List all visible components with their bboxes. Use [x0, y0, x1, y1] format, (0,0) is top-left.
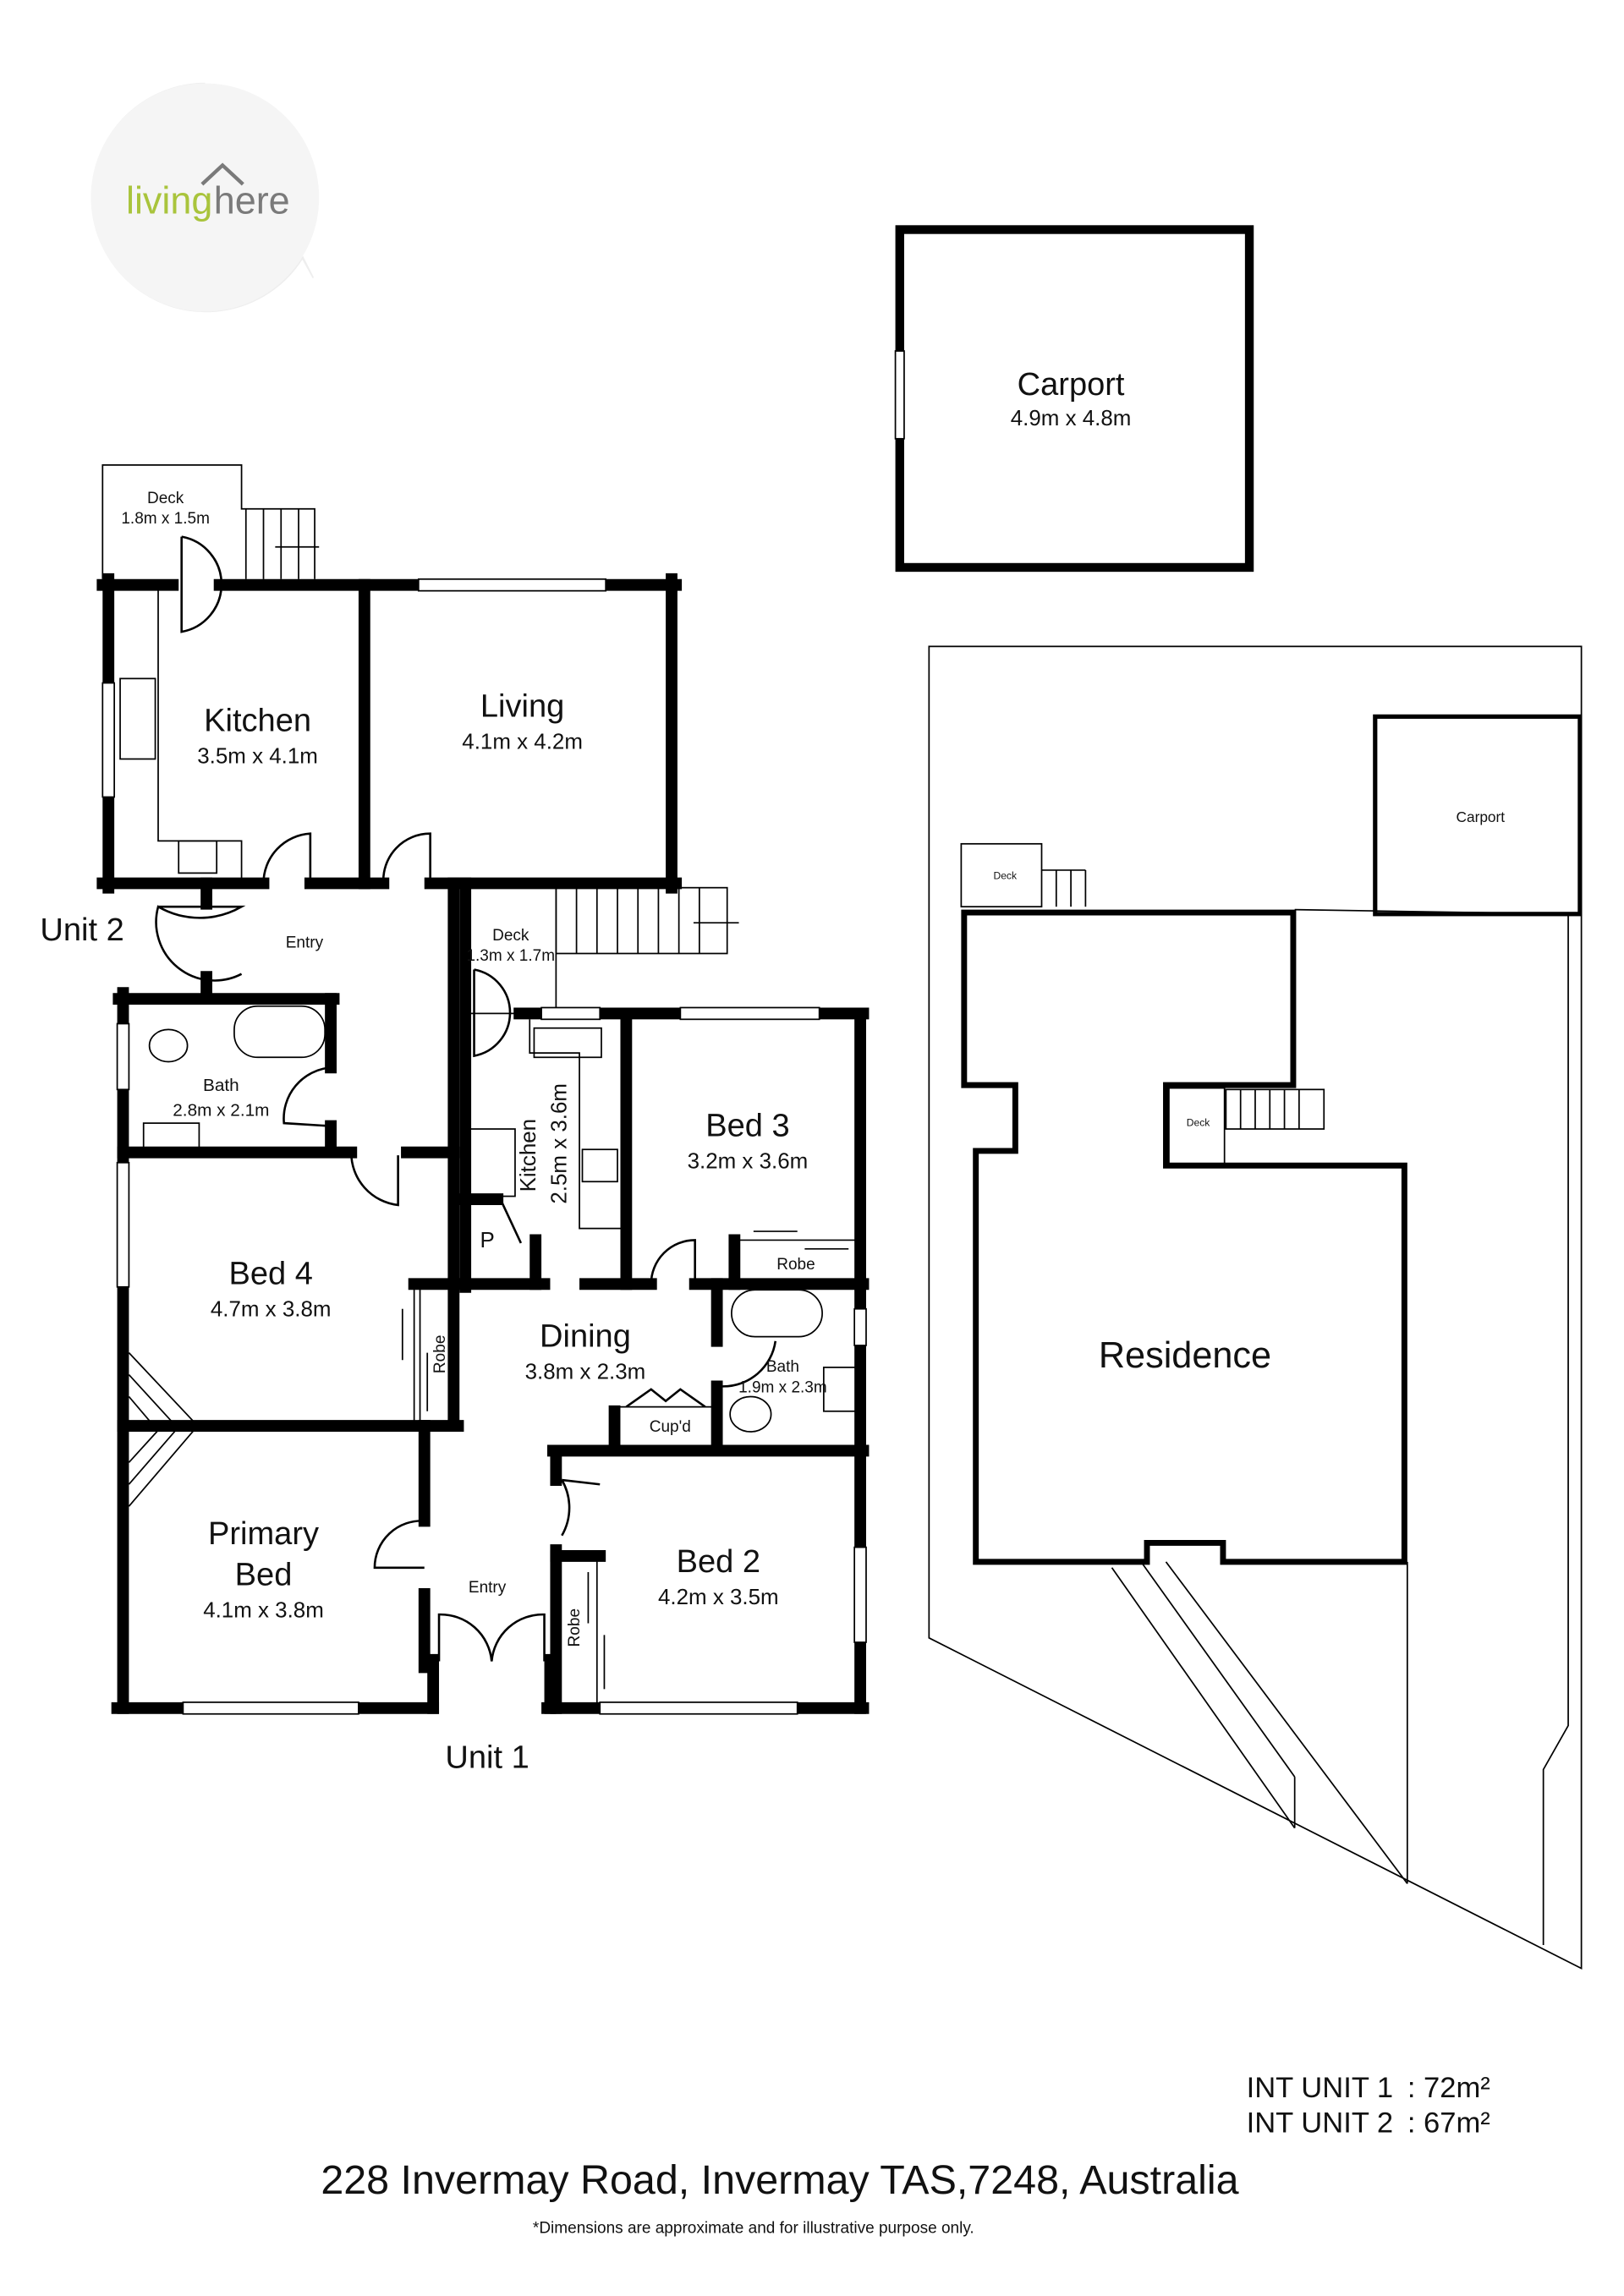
primary-bed-name-2: Bed: [235, 1558, 293, 1593]
bed3-name: Bed 3: [705, 1109, 789, 1144]
unit-2-label: Unit 2: [40, 912, 123, 948]
kitchen-u2-dims: 3.5m x 4.1m: [197, 745, 318, 769]
area-summary: INT UNIT 1 : 72m² INT UNIT 2 : 67m²: [1247, 2072, 1490, 2140]
robe-bed3-name: Robe: [776, 1256, 815, 1274]
bed2-dims: 4.2m x 3.5m: [658, 1586, 779, 1609]
site-residence-label: Residence: [1099, 1335, 1271, 1376]
kitchen-u1-dims: 2.5m x 3.6m: [547, 1083, 571, 1204]
entry-u1-name: Entry: [469, 1579, 507, 1597]
living-name: Living: [480, 688, 564, 724]
room-labels: Deck 1.8m x 1.5m Kitchen 3.5m x 4.1m Liv…: [40, 490, 826, 1776]
site-deck-mid-label: Deck: [1187, 1117, 1211, 1129]
carport: Carport 4.9m x 4.8m: [894, 225, 1254, 573]
main-plan-walls: [96, 464, 870, 1715]
living-dims: 4.1m x 4.2m: [462, 730, 583, 753]
deck-mid-dims: 1.3m x 1.7m: [466, 947, 555, 965]
deck-top-dims: 1.8m x 1.5m: [121, 510, 210, 528]
bed4-name: Bed 4: [228, 1256, 312, 1291]
bath-u1-dims: 1.9m x 2.3m: [738, 1378, 827, 1396]
area-unit2-label: INT UNIT 2: [1247, 2107, 1394, 2139]
robe-bed4-name: Robe: [431, 1335, 449, 1373]
logo-text-living: living: [126, 178, 212, 222]
site-plan: Carport Deck Deck Residence: [928, 645, 1583, 1970]
logo: living here: [91, 82, 320, 313]
deck-mid-name: Deck: [492, 927, 529, 945]
carport-dims: 4.9m x 4.8m: [1011, 407, 1132, 430]
area-unit2-value: : 67m²: [1407, 2107, 1490, 2139]
bed3-dims: 3.2m x 3.6m: [688, 1150, 809, 1174]
address: 228 Invermay Road, Invermay TAS,7248, Au…: [321, 2157, 1238, 2203]
dining-name: Dining: [540, 1319, 631, 1355]
site-deck-top-label: Deck: [993, 869, 1018, 881]
area-unit1-label: INT UNIT 1: [1247, 2072, 1394, 2104]
bath-u2-dims: 2.8m x 2.1m: [173, 1100, 269, 1120]
site-carport-label: Carport: [1456, 808, 1505, 825]
cupd-name: Cup'd: [650, 1418, 691, 1436]
entry-u2-name: Entry: [286, 934, 324, 952]
deck-top-name: Deck: [147, 490, 184, 507]
primary-bed-name-1: Primary: [208, 1516, 319, 1552]
bed2-name: Bed 2: [677, 1544, 760, 1580]
dining-dims: 3.8m x 2.3m: [525, 1361, 646, 1384]
kitchen-u2-name: Kitchen: [204, 704, 311, 739]
primary-bed-dims: 4.1m x 3.8m: [203, 1599, 324, 1623]
pantry-name: P: [480, 1229, 494, 1252]
logo-text-here: here: [214, 178, 290, 222]
area-unit1-value: : 72m²: [1407, 2072, 1490, 2104]
kitchen-u1-name: Kitchen: [517, 1119, 540, 1192]
carport-name: Carport: [1018, 367, 1125, 403]
unit-1-label: Unit 1: [445, 1740, 529, 1776]
logo-roof-icon: [200, 162, 244, 186]
bath-u2-name: Bath: [203, 1076, 239, 1095]
robe-bed2-name: Robe: [566, 1608, 584, 1647]
disclaimer: *Dimensions are approximate and for illu…: [533, 2220, 974, 2238]
bed4-dims: 4.7m x 3.8m: [211, 1297, 332, 1321]
bath-u1-name: Bath: [766, 1358, 799, 1376]
